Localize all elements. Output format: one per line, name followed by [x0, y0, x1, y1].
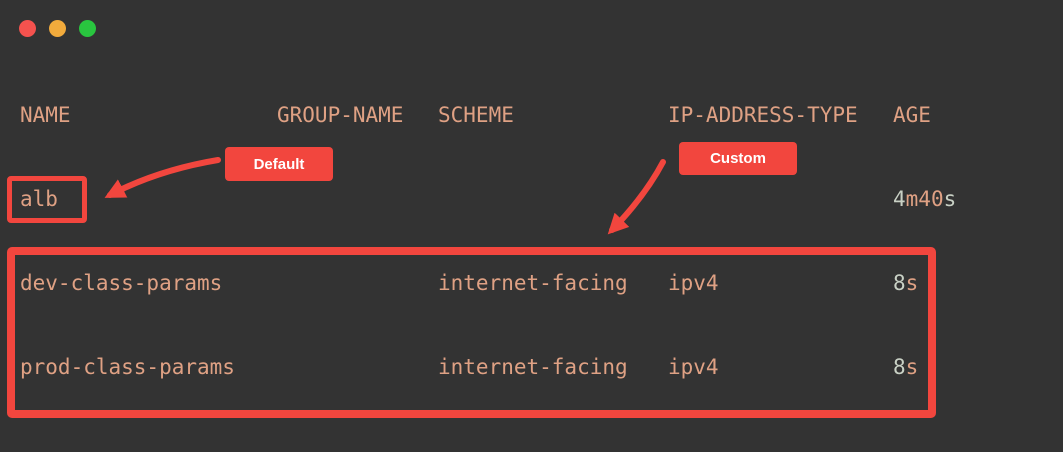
- annotation-badge-default: Default: [225, 147, 333, 181]
- table-row: dev-class-params internet-facing ipv4 8s: [0, 270, 1063, 296]
- table-row: alb 4m40s: [0, 186, 1063, 212]
- column-header-scheme: SCHEME: [438, 103, 514, 127]
- cell-age: 4m40s: [893, 187, 957, 211]
- cell-name: alb: [20, 187, 58, 211]
- minimize-button[interactable]: [49, 20, 66, 37]
- annotation-box-default-class: [7, 176, 87, 223]
- column-header-name: NAME: [20, 103, 71, 127]
- cell-name: prod-class-params: [20, 355, 235, 379]
- cell-age: 8s: [893, 271, 919, 295]
- annotation-badge-custom: Custom: [679, 142, 797, 175]
- cell-scheme: internet-facing: [438, 271, 628, 295]
- column-header-group-name: GROUP-NAME: [277, 103, 404, 127]
- table-header-row: NAME GROUP-NAME SCHEME IP-ADDRESS-TYPE A…: [0, 102, 1063, 128]
- column-header-age: AGE: [893, 103, 931, 127]
- cell-name: dev-class-params: [20, 271, 223, 295]
- maximize-button[interactable]: [79, 20, 96, 37]
- window-controls: [19, 20, 96, 37]
- cell-ip-address-type: ipv4: [668, 271, 719, 295]
- close-button[interactable]: [19, 20, 36, 37]
- cell-age: 8s: [893, 355, 919, 379]
- annotation-box-custom-classes: [7, 247, 936, 418]
- column-header-ip-address-type: IP-ADDRESS-TYPE: [668, 103, 858, 127]
- table-row: prod-class-params internet-facing ipv4 8…: [0, 354, 1063, 380]
- cell-ip-address-type: ipv4: [668, 355, 719, 379]
- cell-scheme: internet-facing: [438, 355, 628, 379]
